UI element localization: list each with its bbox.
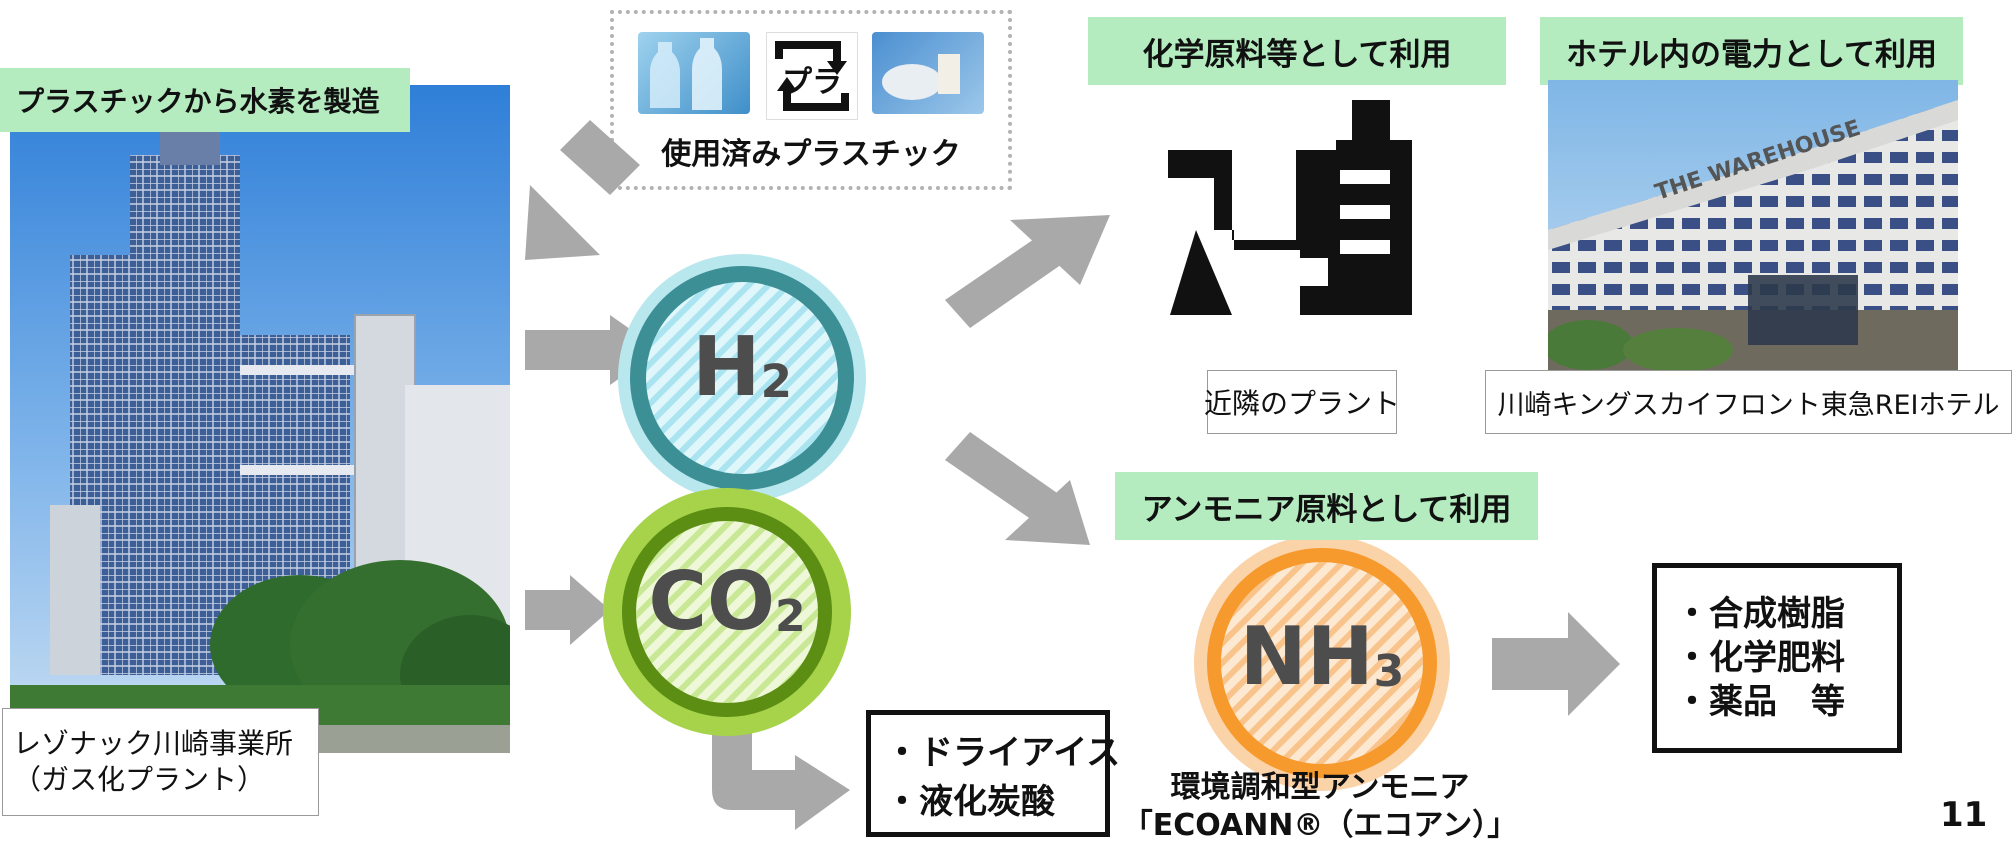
factory-icon [1168,100,1412,315]
recycle-mark-text: プラ [782,65,842,100]
nh3-circle [1194,535,1450,791]
used-plastic-box: プラ 使用済みプラスチック [610,10,1012,190]
plastic-bottles-image [638,32,750,114]
factory-caption: 近隣のプラント [1204,370,1400,434]
arrow-ammonia-to-products [1492,612,1620,716]
plant-caption-line2: （ガス化プラント） [13,763,266,796]
co2-product-liquid: ・液化炭酸 [885,781,1055,822]
label-ammonia-use: アンモニア原料として利用 [1115,472,1538,540]
arrow-plastic-to-plant [525,120,640,260]
co2-products-box: ・ドライアイス ・液化炭酸 [866,710,1121,837]
nh3-main: NH [1239,610,1374,703]
hotel-caption: 川崎キングスカイフロント東急REIホテル [1485,370,2012,434]
co2-circle [603,488,851,736]
co2-sub: 2 [775,591,806,643]
h2-sub: 2 [760,355,793,409]
label-chemical-use: 化学原料等として利用 [1088,17,1506,85]
h2-main: H [691,320,761,415]
ammonia-product-fertilizer: ・化学肥料 [1675,637,1845,678]
hotel-photo: THE WAREHOUSE [1548,80,1958,372]
gasification-plant-photo [10,85,510,753]
arrow-h2-to-chemical [945,215,1110,328]
ammonia-products-box: ・合成樹脂 ・化学肥料 ・薬品 等 [1652,563,1902,753]
h2-circle [618,254,866,502]
label-hotel-power: ホテル内の電力として利用 [1540,17,1963,85]
hotel-illustration: THE WAREHOUSE [1548,80,1958,372]
plant-caption: レゾナック川崎事業所 （ガス化プラント） [2,708,319,816]
plant-illustration [10,85,510,753]
arrow-plant-to-co2 [525,575,610,645]
plastic-recycle-mark-icon: プラ [766,32,858,120]
co2-main: CO [648,555,776,648]
ammonia-product-resin: ・合成樹脂 [1675,593,1845,634]
page-number: 11 [1940,795,1988,835]
plant-caption-line1: レゾナック川崎事業所 [13,726,294,760]
ammonia-product-medicine: ・薬品 等 [1675,682,1845,723]
used-plastic-caption: 使用済みプラスチック [661,137,961,172]
ecoann-line2: 「ECOANN®（エコアン）」 [1122,808,1518,843]
nh3-sub: 3 [1373,646,1405,698]
label-plastic-to-hydrogen: プラスチックから水素を製造 [0,68,410,132]
arrow-h2-to-ammonia [945,432,1090,545]
co2-product-dryice: ・ドライアイス [885,732,1121,773]
ecoann-line1: 環境調和型アンモニア [1170,770,1470,805]
plastic-containers-image [872,32,984,114]
arrow-co2-to-dryice [712,730,850,830]
